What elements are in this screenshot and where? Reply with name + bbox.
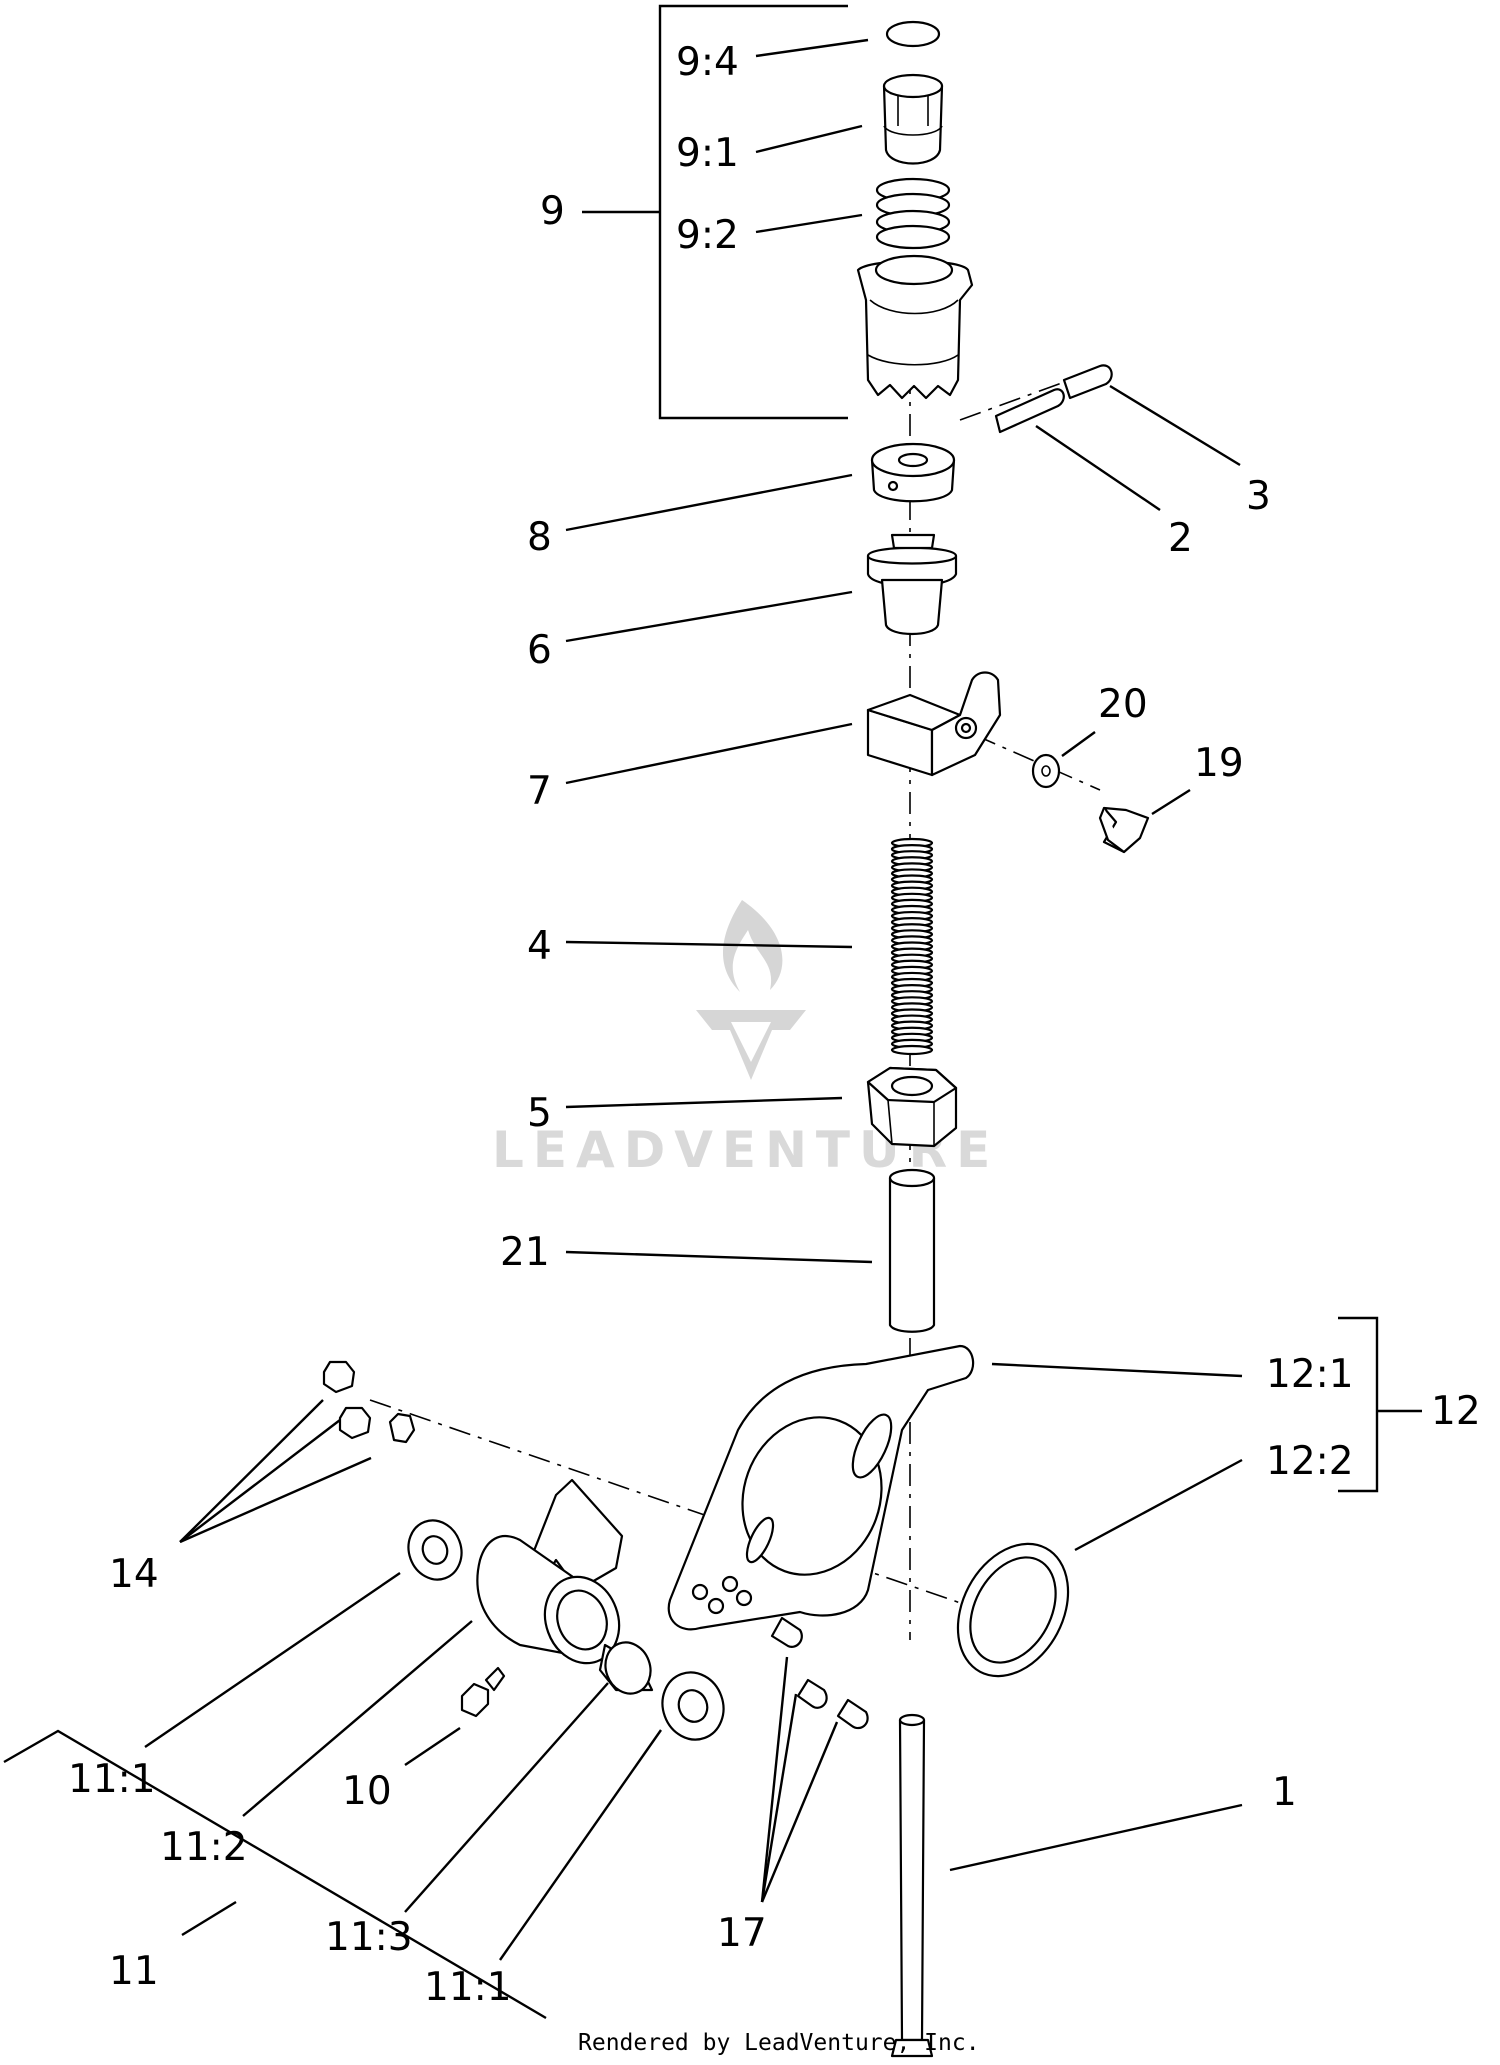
callout-5: 5 xyxy=(527,1091,552,1136)
bolt-19 xyxy=(1098,806,1150,854)
callout-7: 7 xyxy=(527,769,552,814)
callout-14: 14 xyxy=(109,1552,159,1597)
bracket-7 xyxy=(866,671,1002,777)
pin-axis xyxy=(959,379,1071,421)
footer-credit: Rendered by LeadVenture, Inc. xyxy=(578,2030,980,2056)
bearing-housing-11-2 xyxy=(476,1534,621,1665)
nuts-14 xyxy=(322,1360,416,1444)
grease-fitting-10 xyxy=(460,1666,506,1718)
long-bolt-1 xyxy=(890,1713,934,2058)
callout-1: 1 xyxy=(1272,1770,1297,1815)
bearing-11-1-left xyxy=(407,1519,463,1581)
callout-12: 12 xyxy=(1431,1389,1481,1434)
spring-coil xyxy=(890,1044,934,1056)
collar-8 xyxy=(870,442,956,503)
pin-2 xyxy=(994,388,1065,434)
callout-11-2: 11:2 xyxy=(160,1825,248,1870)
callout-12-2: 12:2 xyxy=(1266,1439,1354,1484)
leader-lines xyxy=(144,38,1422,1961)
callout-11-1a: 11:1 xyxy=(68,1757,156,1802)
group-11-bracket xyxy=(3,1729,547,2020)
callout-21: 21 xyxy=(500,1230,550,1275)
washer-20 xyxy=(1031,753,1061,789)
group-12-bracket xyxy=(1338,1316,1379,1493)
ring-12-2 xyxy=(956,1542,1070,1678)
knob-9-1 xyxy=(882,73,944,165)
callout-8: 8 xyxy=(527,515,552,560)
callout-17: 17 xyxy=(717,1911,767,1956)
spring-9-2 xyxy=(875,177,951,250)
pin-3 xyxy=(1062,364,1113,400)
lever-plate-12-1 xyxy=(667,1344,975,1631)
callout-labels: 9:4 9:1 9 9:2 3 8 2 6 20 7 19 4 5 21 12:… xyxy=(68,40,1481,2010)
callout-9-1: 9:1 xyxy=(676,131,739,176)
bearing-11-1-right xyxy=(661,1671,725,1741)
callout-9-2: 9:2 xyxy=(676,213,739,258)
hex-nut-5 xyxy=(866,1066,958,1148)
bearing-axis xyxy=(369,1399,1011,1621)
callout-10: 10 xyxy=(342,1769,392,1814)
spacer-11-3 xyxy=(598,1641,654,1695)
bolts-17 xyxy=(770,1616,869,1730)
callout-11: 11 xyxy=(109,1949,159,1994)
callout-4: 4 xyxy=(527,924,552,969)
bushing-6 xyxy=(866,533,958,635)
callout-6: 6 xyxy=(527,628,552,673)
spring-4 xyxy=(890,837,934,1056)
callout-9: 9 xyxy=(540,189,565,234)
callout-11-1b: 11:1 xyxy=(424,1965,512,2010)
callout-20: 20 xyxy=(1098,682,1148,727)
callout-2: 2 xyxy=(1168,516,1193,561)
callout-11-3: 11:3 xyxy=(325,1915,413,1960)
callout-3: 3 xyxy=(1246,474,1271,519)
housing-9 xyxy=(856,254,974,400)
callout-19: 19 xyxy=(1194,741,1244,786)
callout-9-4: 9:4 xyxy=(676,40,739,85)
cap-9-4 xyxy=(885,20,941,48)
callout-12-1: 12:1 xyxy=(1266,1352,1354,1397)
tube-21 xyxy=(888,1168,936,1333)
